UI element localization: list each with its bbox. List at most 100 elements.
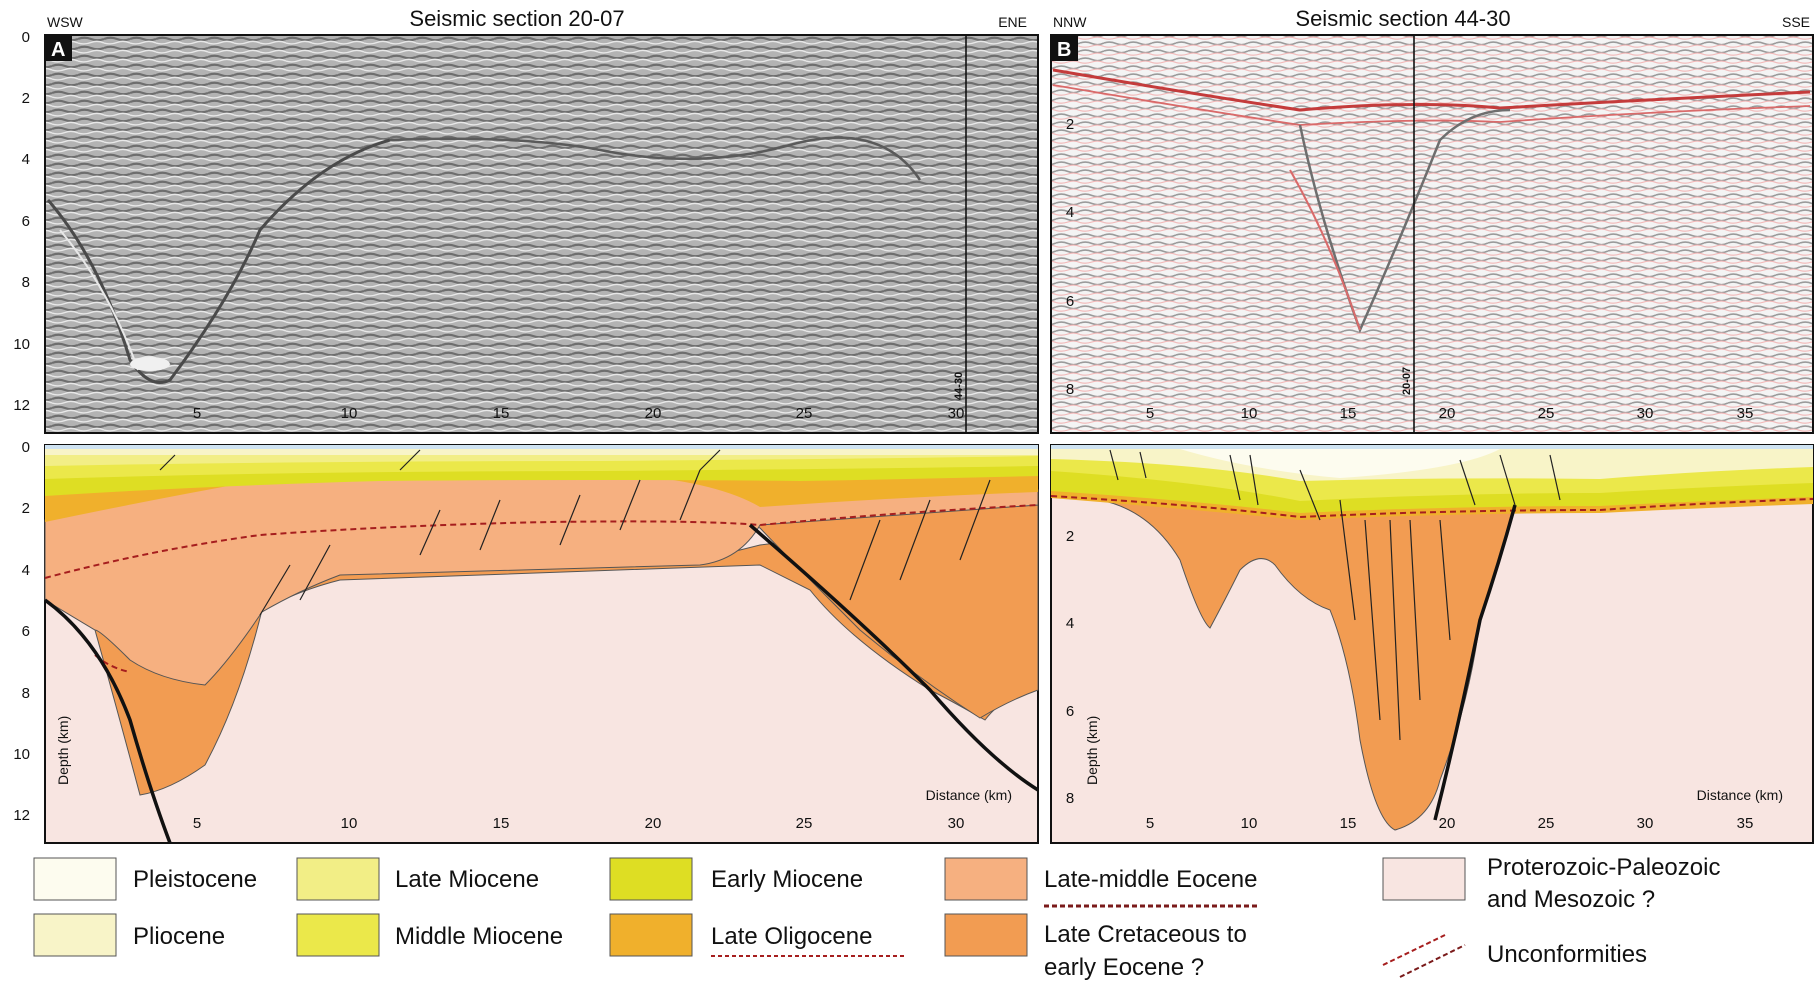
legend-swatch-late-oligocene: [609, 913, 693, 957]
legend-unconformity-symbol: [1399, 944, 1466, 978]
legend-label-line2: early Eocene ?: [1044, 954, 1204, 981]
distance-tick: 35: [1737, 405, 1754, 422]
panel-a-right-direction: ENE: [998, 14, 1027, 30]
panel-a-crossline-label: 44-30: [953, 372, 965, 400]
legend: Pleistocene Pliocene Late Miocene Middle…: [33, 854, 1720, 981]
panel-a-section-depth-axis: 0 2 4 6 8 10 12: [13, 439, 30, 824]
late-oligocene-fill: [1051, 490, 1813, 520]
distance-tick: 20: [645, 405, 662, 422]
panel-b-label: B: [1057, 39, 1071, 61]
distance-tick: 5: [193, 815, 201, 832]
early-miocene-fill: [1051, 470, 1813, 513]
legend-swatch-late-miocene: [296, 857, 380, 901]
depth-tick: 8: [1066, 381, 1074, 398]
panel-a-depth-axis: 0 2 4 6 8 10 12: [13, 29, 30, 414]
panel-a-reflector: [46, 138, 391, 384]
panel-b-label-box: [1051, 35, 1078, 61]
depth-tick: 6: [1066, 293, 1074, 310]
panel-b-section-distance-axis: 5 10 15 20 25 30 35: [1146, 815, 1754, 832]
distance-tick: 10: [1241, 815, 1258, 832]
panel-b-xlabel: Distance (km): [1697, 787, 1783, 803]
distance-tick: 5: [1146, 405, 1154, 422]
depth-tick: 4: [1066, 615, 1074, 632]
legend-swatch-pleistocene: [33, 857, 117, 901]
distance-tick: 15: [1340, 815, 1357, 832]
depth-tick: 0: [22, 439, 30, 456]
panel-a-ylabel: Depth (km): [55, 716, 71, 785]
distance-tick: 25: [796, 405, 813, 422]
legend-unconformity-symbol: [1382, 934, 1446, 966]
legend-label: Early Miocene: [711, 866, 863, 893]
legend-label-line2: and Mesozoic ?: [1487, 886, 1655, 913]
distance-tick: 15: [493, 815, 510, 832]
panel-b-reflector: [1298, 108, 1511, 334]
distance-tick: 30: [1637, 405, 1654, 422]
distance-tick: 30: [948, 815, 965, 832]
legend-label: Pliocene: [133, 923, 225, 950]
panel-b-crossline-label: 20-07: [1401, 367, 1413, 395]
legend-label: Late-middle Eocene: [1044, 866, 1257, 893]
distance-tick: 25: [1538, 815, 1555, 832]
interpretation-panel-b: Depth (km) Distance (km) 2 4 6 8: [1050, 444, 1814, 844]
depth-tick: 2: [22, 500, 30, 517]
legend-label: Late Miocene: [395, 866, 539, 893]
legend-swatch-late-cretaceous: [944, 913, 1028, 957]
depth-tick: 8: [1066, 790, 1074, 807]
legend-label: Middle Miocene: [395, 923, 563, 950]
legend-label: Late Cretaceous to: [1044, 921, 1247, 948]
depth-tick: 2: [1066, 116, 1074, 133]
panel-a-section-distance-axis: 5 10 15 20 25 30: [193, 815, 965, 832]
unconformity-line: [1050, 495, 1814, 519]
distance-tick: 10: [341, 815, 358, 832]
distance-tick: 25: [1538, 405, 1555, 422]
interpretation-panel-a: Depth (km) Distance (km): [43, 444, 1039, 844]
panel-a-left-direction: WSW: [47, 14, 84, 30]
panel-a-label-box: [45, 35, 72, 61]
depth-tick: 12: [13, 397, 30, 414]
legend-label: Proterozoic-Paleozoic: [1487, 854, 1720, 881]
legend-label: Late Oligocene: [711, 923, 872, 950]
depth-tick: 6: [22, 213, 30, 230]
master-fault: [1433, 504, 1517, 821]
distance-tick: 35: [1737, 815, 1754, 832]
depth-tick: 0: [22, 29, 30, 46]
distance-tick: 25: [796, 815, 813, 832]
seismic-panel-a: Seismic section 20-07 WSW ENE 44-30 A: [44, 6, 1039, 434]
distance-tick: 15: [493, 405, 510, 422]
panel-b-reflector: [1052, 84, 1811, 126]
master-fault-west: [43, 598, 172, 844]
depth-tick: 4: [1066, 204, 1074, 221]
panel-a-reflector: [389, 136, 922, 181]
legend-swatch-pliocene: [33, 913, 117, 957]
distance-tick: 5: [1146, 815, 1154, 832]
panel-a-distance-axis: 5 10 15 20 25 30: [193, 405, 965, 422]
unconformity-line: [44, 504, 1039, 579]
panel-a-seismic-image: [44, 34, 1039, 434]
middle-miocene-fill: [45, 455, 1038, 479]
panel-b-distance-axis: 5 10 15 20 25 30 35: [1146, 405, 1754, 422]
minor-faults: [1109, 449, 1561, 741]
panel-b-title: Seismic section 44-30: [1295, 6, 1510, 31]
depth-tick: 10: [13, 746, 30, 763]
pliocene-fill: [45, 447, 1038, 455]
distance-tick: 30: [948, 405, 965, 422]
legend-swatch-early-miocene: [609, 857, 693, 901]
depth-tick: 8: [22, 274, 30, 291]
distance-tick: 10: [1241, 405, 1258, 422]
distance-tick: 15: [1340, 405, 1357, 422]
distance-tick: 20: [1439, 815, 1456, 832]
panel-b-right-direction: SSE: [1782, 14, 1810, 30]
late-oligocene-fill: [45, 470, 1038, 522]
distance-tick: 10: [341, 405, 358, 422]
sea-water: [45, 445, 1038, 449]
panel-b-seismic-image: [1050, 34, 1814, 434]
panel-a-xlabel: Distance (km): [926, 787, 1012, 803]
depth-tick: 4: [22, 562, 30, 579]
depth-tick: 6: [1066, 703, 1074, 720]
master-fault-east: [748, 523, 1039, 792]
legend-swatch-basement: [1382, 857, 1466, 901]
panel-b-ylabel: Depth (km): [1084, 716, 1100, 785]
panel-b-reflector: [1289, 169, 1361, 331]
legend-label: Unconformities: [1487, 941, 1647, 968]
